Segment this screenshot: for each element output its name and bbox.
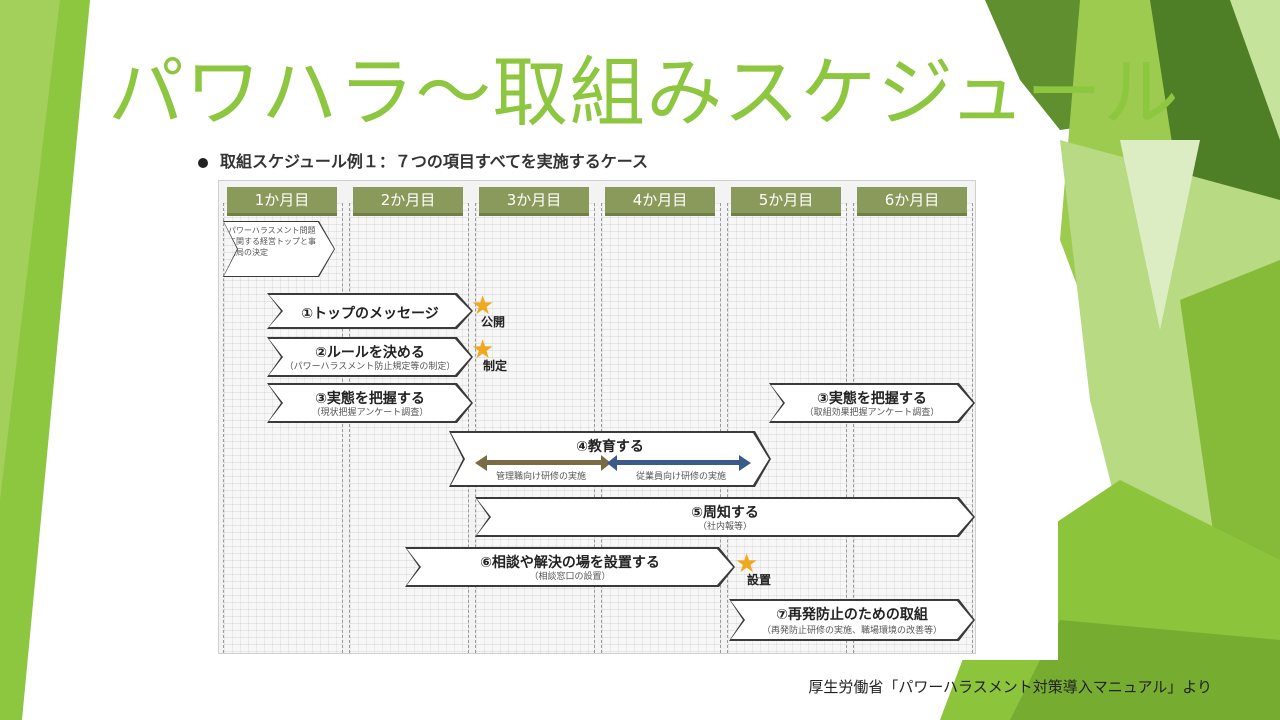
month-header-4: 4か月目 — [605, 187, 715, 216]
item-sublabel: （パワーハラスメント防止規定等の制定） — [284, 362, 456, 372]
note-text: パワーハラスメント問題に関する経営トップと事務局の決定 — [228, 226, 316, 257]
source-citation: 厚生労働省「パワーハラスメント対策導入マニュアル」より — [808, 678, 1212, 696]
milestone-label: 設置 — [747, 573, 772, 587]
item-sublabel-right: 従業員向け研修の実施 — [635, 472, 726, 482]
milestone-star-icon: ★ — [471, 291, 495, 321]
figure-subtitle: 取組スケジュール例１：７つの項目すべてを実施するケース — [198, 148, 648, 172]
item-survey-effect: ③実態を把握する （取組効果把握アンケート調査） — [771, 385, 973, 421]
item-sublabel: （社内報等） — [697, 522, 752, 532]
arrow-right-icon — [739, 455, 751, 471]
item-prevention: ⑦再発防止のための取組 （再発防止研修の実施、職場環境の改善等） — [731, 601, 973, 639]
arrow-left-icon — [475, 455, 487, 471]
item-label: ⑤周知する — [691, 505, 759, 521]
note-box: パワーハラスメント問題に関する経営トップと事務局の決定 — [224, 222, 334, 276]
item-label: ①トップのメッセージ — [301, 306, 439, 322]
figure-subtitle-text: 取組スケジュール例１：７つの項目すべてを実施するケース — [220, 152, 649, 171]
milestone-label: 公開 — [481, 315, 506, 329]
month-header-1: 1か月目 — [227, 187, 337, 216]
item-sublabel-left: 管理職向け研修の実施 — [495, 472, 586, 482]
milestone-star-icon: ★ — [735, 549, 759, 579]
item-sublabel: （現状把握アンケート調査） — [311, 408, 429, 418]
month-header-5: 5か月目 — [731, 187, 841, 216]
item-label: ③実態を把握する — [817, 391, 927, 407]
item-label: ③実態を把握する — [315, 391, 425, 407]
month-column-5 — [727, 203, 847, 653]
item-sublabel: （再発防止研修の実施、職場環境の改善等） — [761, 626, 942, 636]
month-column-1 — [223, 203, 343, 653]
month-column-6 — [853, 203, 973, 653]
item-sublabel: （相談窓口の設置） — [529, 572, 611, 582]
item-sublabel: （取組効果把握アンケート調査） — [804, 408, 940, 418]
month-header-3: 3か月目 — [479, 187, 589, 216]
schedule-grid: 1か月目 2か月目 3か月目 4か月目 5か月目 6か月目 パワーハラスメント問… — [218, 180, 976, 654]
month-header-2: 2か月目 — [353, 187, 463, 216]
milestone-label: 制定 — [483, 359, 508, 373]
item-top-message: ①トップのメッセージ — [269, 295, 471, 327]
month-header-6: 6か月目 — [857, 187, 967, 216]
item-publicize: ⑤周知する （社内報等） — [477, 499, 973, 535]
employee-training-arrow — [617, 460, 739, 465]
arrow-left-icon — [607, 455, 617, 471]
item-education: ④教育する 管理職向け研修の実施 従業員向け研修の実施 — [451, 433, 769, 485]
item-consult: ⑥相談や解決の場を設置する （相談窓口の設置） — [407, 549, 733, 585]
milestone-star-icon: ★ — [471, 335, 495, 365]
bullet-dot — [198, 157, 208, 168]
manager-training-arrow — [485, 460, 601, 465]
item-label: ⑦再発防止のための取組 — [776, 607, 928, 623]
schedule-figure: 取組スケジュール例１：７つの項目すべてを実施するケース 1か月目 2か月目 3か… — [182, 130, 1058, 660]
arrow-right-icon — [601, 455, 611, 471]
item-label: ④教育する — [576, 439, 644, 455]
slide-title: パワハラ～取組みスケジュール — [108, 48, 1180, 137]
item-label: ②ルールを決める — [315, 345, 425, 361]
item-rules: ②ルールを決める （パワーハラスメント防止規定等の制定） — [269, 339, 471, 375]
item-label: ⑥相談や解決の場を設置する — [480, 555, 660, 571]
item-survey-initial: ③実態を把握する （現状把握アンケート調査） — [269, 385, 471, 421]
